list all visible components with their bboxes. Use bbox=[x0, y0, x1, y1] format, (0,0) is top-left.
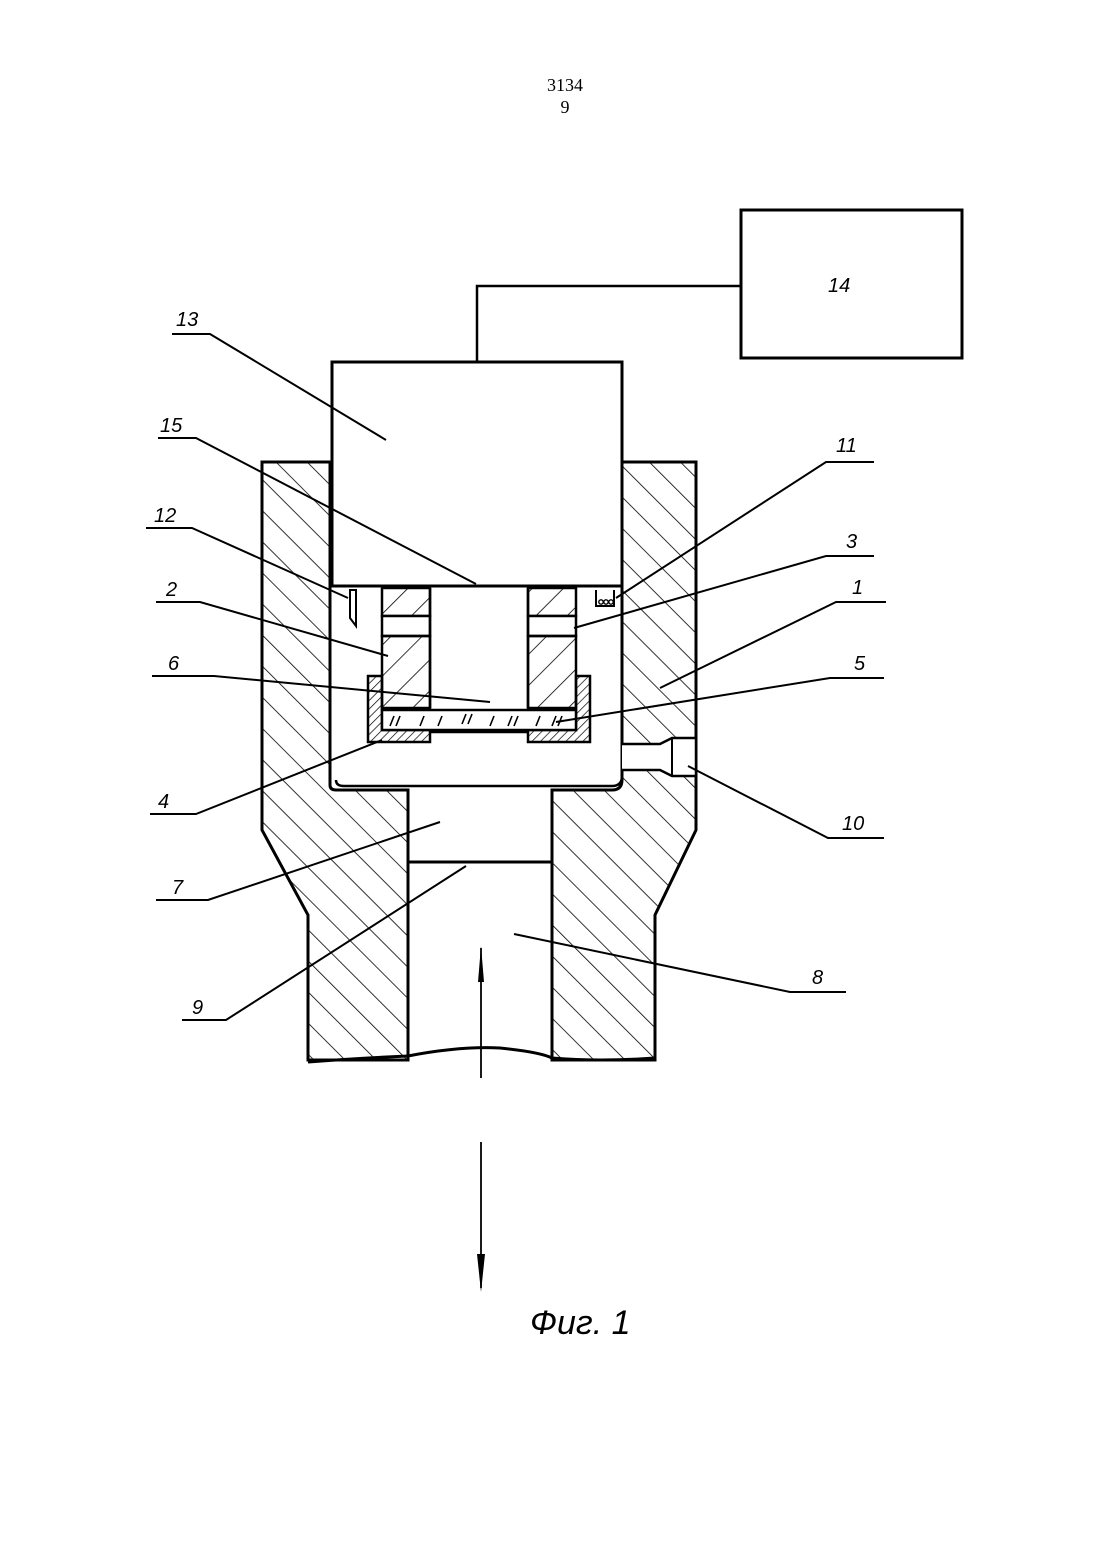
callout-4: 4 bbox=[158, 791, 169, 813]
element-12 bbox=[350, 590, 356, 626]
ring-top-left bbox=[382, 588, 430, 616]
callout-11: 11 bbox=[836, 435, 857, 457]
plate-5 bbox=[382, 710, 576, 730]
flow-arrow-lower-head bbox=[477, 1254, 485, 1292]
ring-3-right bbox=[528, 616, 576, 636]
chamber-floor bbox=[336, 776, 622, 786]
port-10 bbox=[622, 738, 696, 776]
ring-2-left bbox=[382, 636, 430, 708]
figure-caption: Фиг. 1 bbox=[530, 1304, 631, 1342]
ring-2-right bbox=[528, 636, 576, 708]
block-14 bbox=[741, 210, 962, 358]
callout-15: 15 bbox=[160, 415, 183, 437]
coil-marks bbox=[599, 600, 613, 604]
callout-8: 8 bbox=[812, 967, 823, 989]
callout-2: 2 bbox=[165, 579, 177, 601]
callout-7: 7 bbox=[172, 877, 184, 899]
callout-12: 12 bbox=[154, 505, 176, 527]
block-13 bbox=[332, 362, 622, 586]
callout-1: 1 bbox=[852, 577, 863, 599]
flow-arrow-upper-head bbox=[478, 946, 484, 982]
leader-5 bbox=[556, 678, 884, 722]
callout-9: 9 bbox=[192, 997, 203, 1019]
callout-10: 10 bbox=[842, 813, 864, 835]
callout-6: 6 bbox=[168, 653, 180, 675]
connection-line bbox=[477, 286, 741, 362]
callout-13: 13 bbox=[176, 309, 198, 331]
ring-3-left bbox=[382, 616, 430, 636]
callout-14: 14 bbox=[828, 275, 850, 297]
ring-top-right bbox=[528, 588, 576, 616]
callout-5: 5 bbox=[854, 653, 866, 675]
callout-3: 3 bbox=[846, 531, 857, 553]
